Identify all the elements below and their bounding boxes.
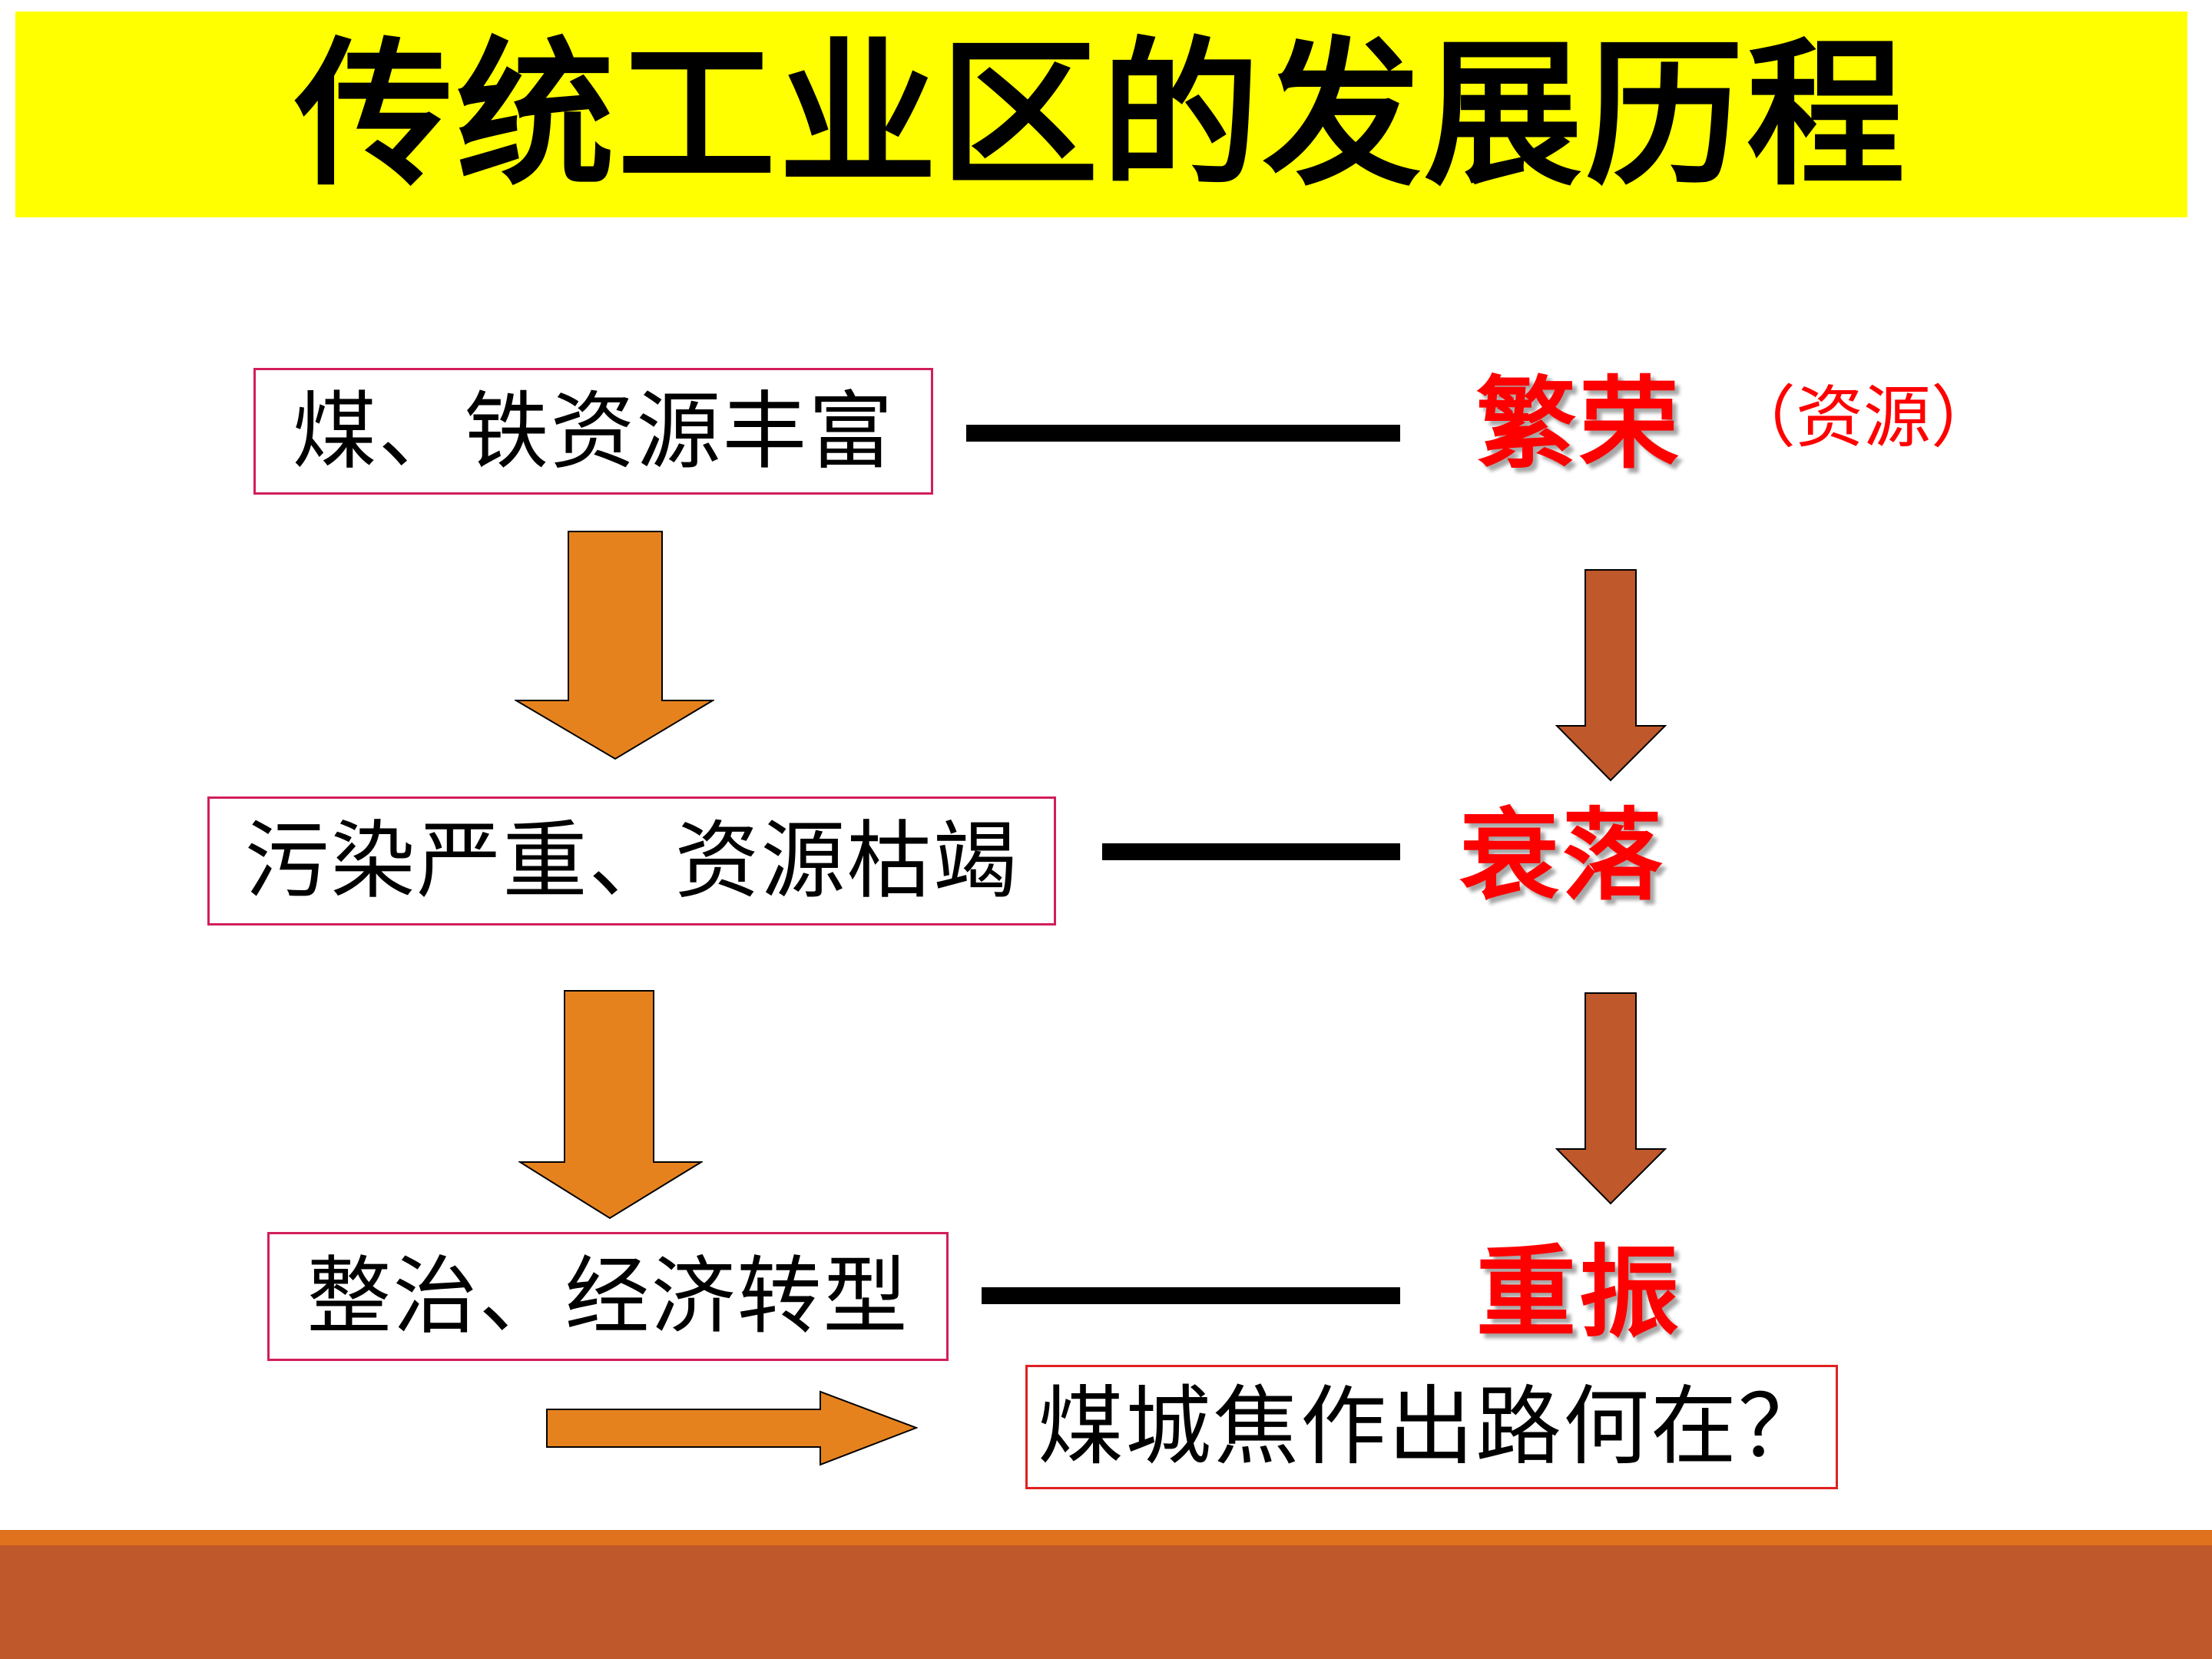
down-arrow-left-2 bbox=[518, 990, 703, 1220]
question-box: 煤城焦作出路何在？ bbox=[1025, 1365, 1838, 1489]
slide-title: 传统工业区的发展历程 bbox=[294, 22, 1908, 207]
footer-band bbox=[0, 1545, 2212, 1659]
title-bar: 传统工业区的发展历程 bbox=[15, 12, 2187, 217]
cause-box-transformation: 整治、经济转型 bbox=[267, 1232, 949, 1361]
connector-line-3 bbox=[982, 1287, 1400, 1304]
stage-revival: 重振 bbox=[1476, 1233, 1683, 1351]
stage-prosperity: 繁荣 bbox=[1476, 365, 1683, 482]
connector-line-2 bbox=[1102, 843, 1400, 860]
right-arrow bbox=[546, 1390, 918, 1466]
cause-label-decline: 污染严重、资源枯竭 bbox=[244, 812, 1019, 910]
cause-box-resources: 煤、铁资源丰富 bbox=[253, 368, 933, 495]
cause-box-decline: 污染严重、资源枯竭 bbox=[207, 796, 1056, 926]
question-text: 煤城焦作出路何在？ bbox=[1038, 1377, 1826, 1477]
stage-note-resources: （资源） bbox=[1728, 378, 1999, 457]
down-arrow-right-1 bbox=[1555, 569, 1667, 782]
down-arrow-right-2 bbox=[1555, 992, 1667, 1205]
footer-stripe bbox=[0, 1530, 2212, 1545]
cause-label-resources: 煤、铁资源丰富 bbox=[292, 382, 895, 481]
cause-label-transformation: 整治、经济转型 bbox=[306, 1247, 909, 1346]
connector-line-1 bbox=[966, 425, 1400, 442]
down-arrow-left-1 bbox=[515, 531, 714, 760]
stage-decline: 衰落 bbox=[1459, 796, 1666, 914]
